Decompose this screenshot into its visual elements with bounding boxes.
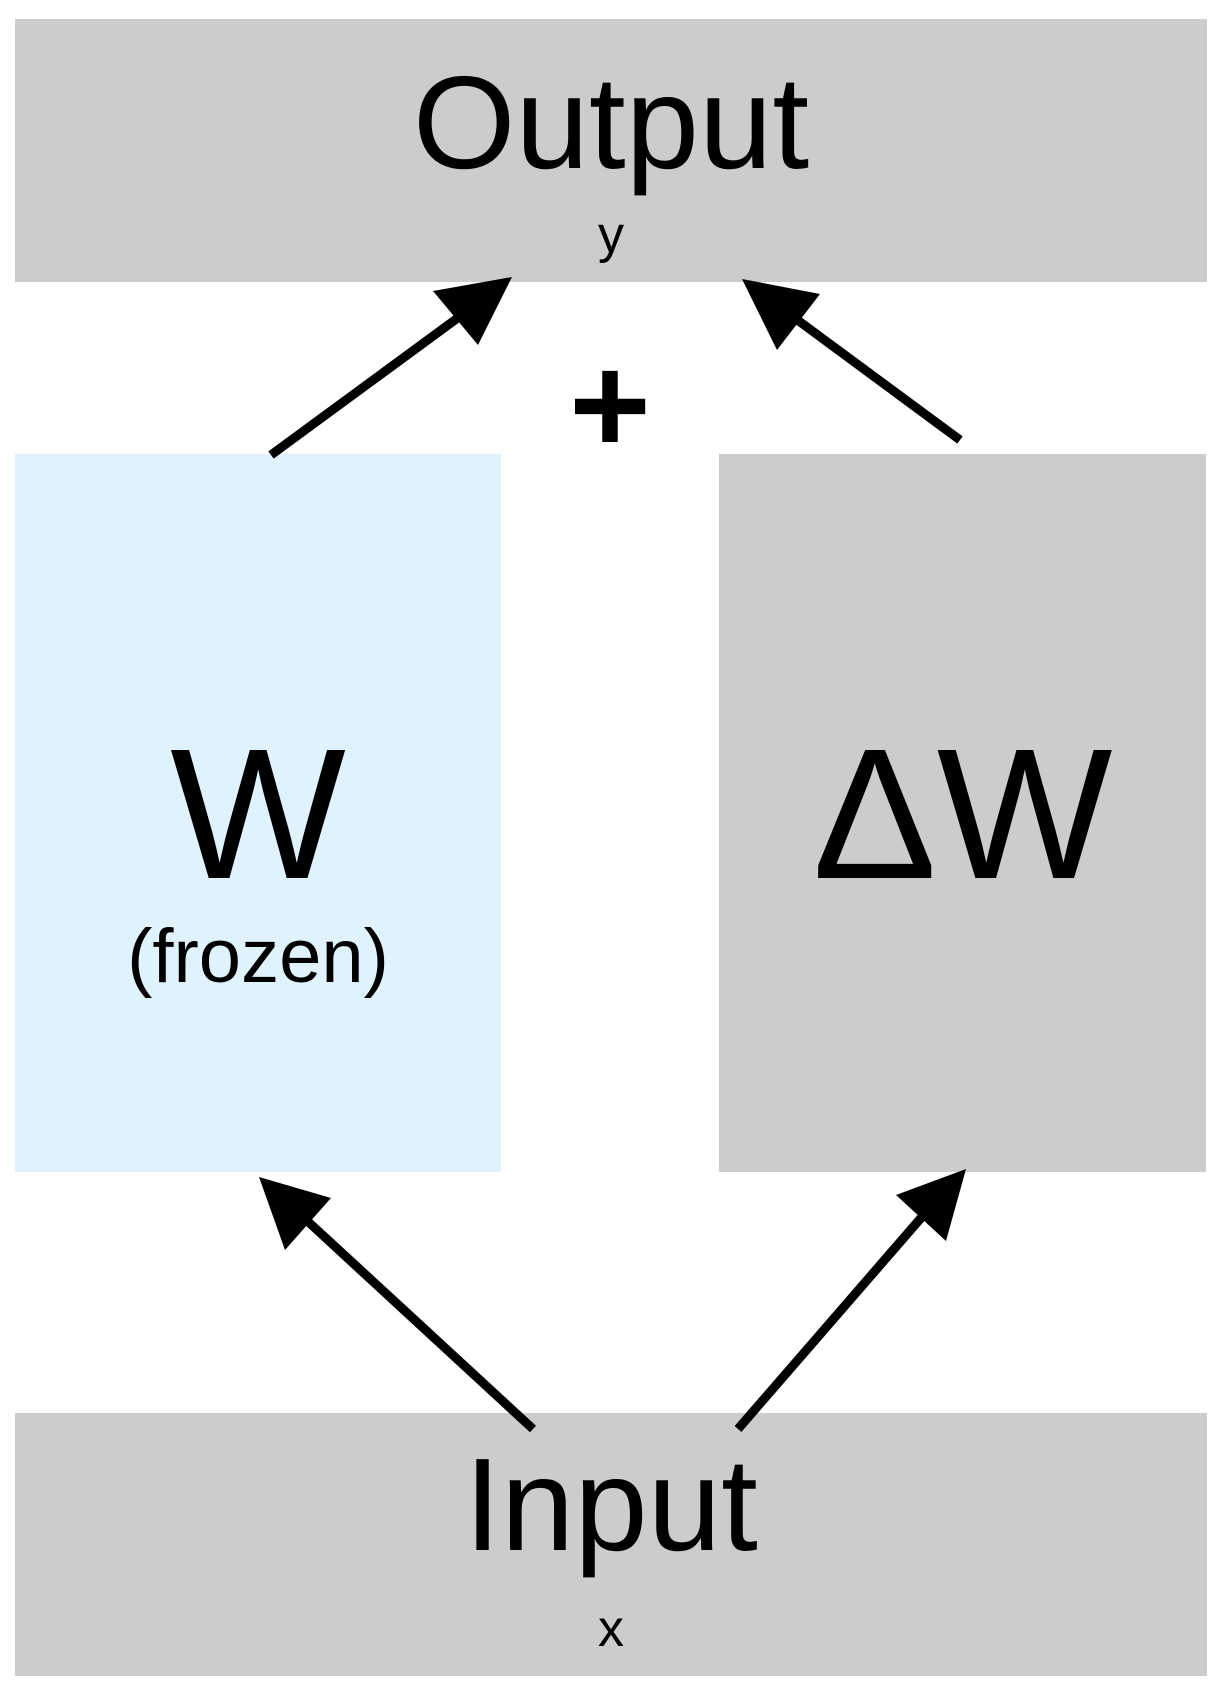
input-node: Input x	[15, 1413, 1207, 1676]
output-symbol: y	[598, 206, 624, 264]
plus-operator: +	[569, 326, 651, 483]
frozen-weights-note: (frozen)	[127, 914, 389, 999]
arrow-input-to-delta-w	[734, 1169, 966, 1432]
frozen-weights-title: W	[170, 711, 346, 918]
arrow-delta-w-to-output	[742, 279, 963, 444]
input-title: Input	[464, 1431, 758, 1578]
delta-weights-title: ΔW	[812, 711, 1113, 918]
output-node: Output y	[15, 19, 1207, 282]
output-title: Output	[412, 49, 810, 196]
input-symbol: x	[598, 1600, 624, 1658]
arrow-w-to-output	[268, 277, 512, 459]
arrow-input-to-w	[259, 1177, 537, 1433]
frozen-weights-node: W (frozen)	[15, 454, 501, 1172]
delta-weights-node: ΔW	[719, 454, 1206, 1172]
